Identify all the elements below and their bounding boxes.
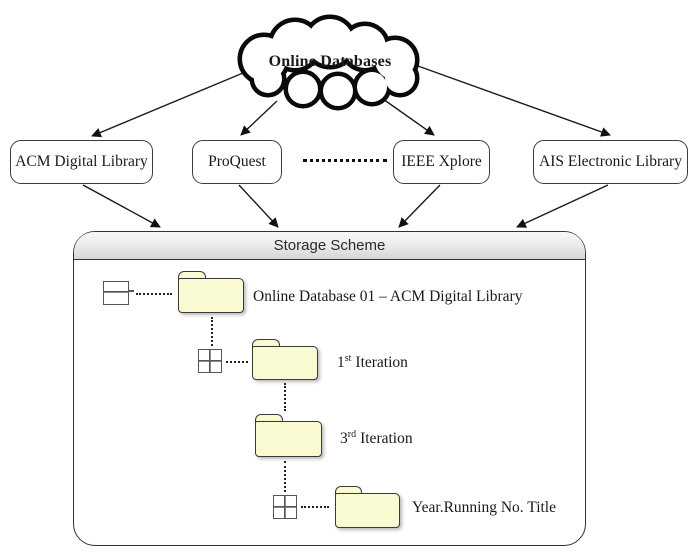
storage-arrows: [82, 184, 609, 228]
node-label: IEEE Xplore: [401, 153, 482, 170]
folder-icon-3rd-iteration: [255, 414, 322, 457]
arrow-cloud-to-ieee: [382, 98, 435, 136]
storage-scheme-panel: Storage Scheme: [73, 231, 586, 546]
node-ieee-xplore: IEEE Xplore: [393, 140, 490, 184]
folder-body: [255, 421, 322, 457]
folder-body: [252, 346, 318, 380]
storage-scheme-header: Storage Scheme: [74, 232, 585, 260]
node-label: ProQuest: [208, 153, 266, 170]
ordinal-number: 3: [340, 430, 348, 447]
folder-body: [178, 278, 244, 313]
ordinal-suffix: st: [344, 352, 352, 364]
arrow-proquest-to-storage: [238, 184, 279, 228]
arrow-acm-to-storage: [82, 184, 161, 228]
tree-label-online-database-01: Online Database 01 – ACM Digital Library: [253, 288, 523, 305]
cloud-arrows: [91, 65, 611, 138]
dotted-connector-vertical: [211, 317, 213, 346]
ordinal-suffix: rd: [347, 428, 357, 440]
label-text: Iteration: [355, 354, 408, 371]
arrow-ais-to-storage: [516, 184, 609, 228]
folder-icon-online-database-01: [178, 271, 244, 313]
node-label: ACM Digital Library: [15, 153, 148, 170]
folder-icon-1st-iteration: [252, 339, 318, 380]
node-label: AIS Electronic Library: [539, 153, 682, 170]
grid-box-icon: [273, 495, 297, 519]
grid-box-icon: [198, 349, 222, 373]
arrow-cloud-to-proquest: [240, 100, 278, 136]
folder-icon-year-running-title: [335, 486, 400, 528]
ellipsis-dots: [303, 159, 387, 162]
label-text: Iteration: [360, 430, 413, 447]
dotted-connector-vertical: [284, 383, 286, 411]
arrow-cloud-to-acm: [91, 72, 244, 138]
dotted-connector: [226, 361, 248, 363]
dotted-connector-vertical: [284, 461, 286, 492]
cloud-title: Online Databases: [268, 53, 392, 70]
arrow-cloud-to-ais: [417, 65, 611, 137]
node-ais-electronic-library: AIS Electronic Library: [533, 140, 688, 184]
node-proquest: ProQuest: [192, 140, 282, 184]
dotted-connector: [301, 506, 329, 508]
folder-body: [335, 493, 400, 528]
dotted-connector: [136, 293, 172, 295]
arrow-ieee-to-storage: [398, 184, 441, 228]
storage-scheme-title: Storage Scheme: [273, 237, 386, 254]
ordinal-number: 1: [337, 354, 345, 371]
split-box-icon: [103, 281, 134, 305]
node-acm-digital-library: ACM Digital Library: [10, 140, 153, 184]
tree-label-year-running-title: Year.Running No. Title: [412, 499, 556, 516]
